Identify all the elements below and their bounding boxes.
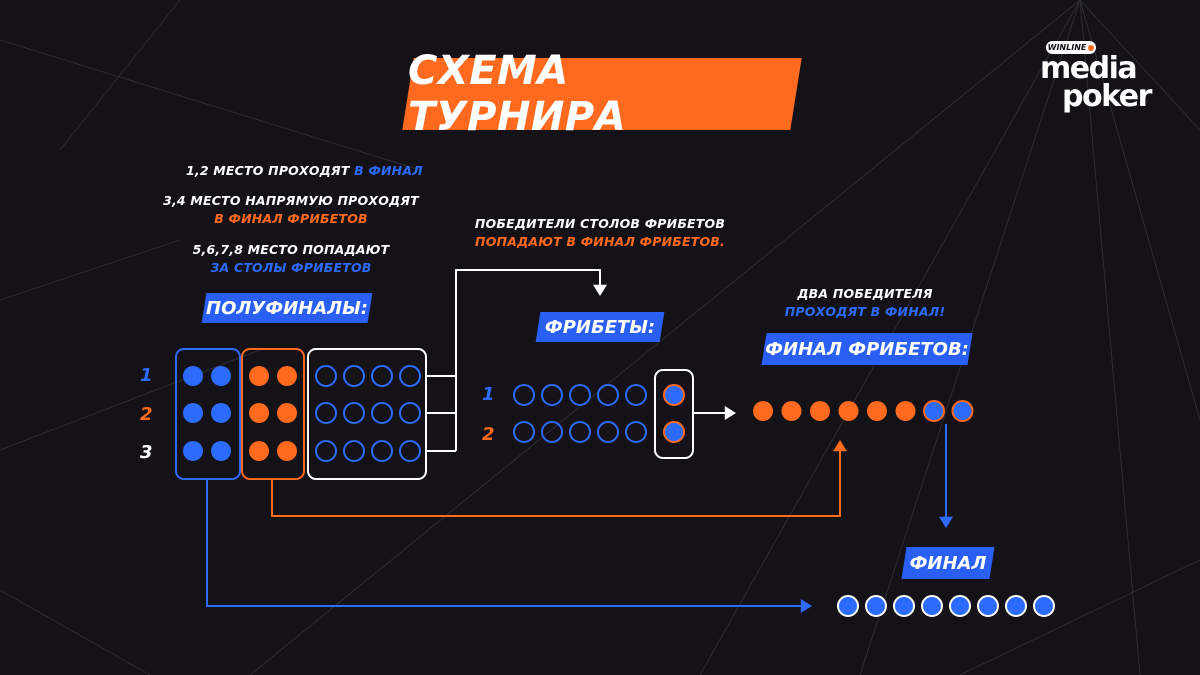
freebet-table-chip (625, 421, 647, 443)
freebet-table-chip (513, 421, 535, 443)
freebet-final-chip (753, 401, 773, 421)
semifinal-freebet-chip (343, 440, 365, 462)
freebet-table-chip (597, 384, 619, 406)
freebet-table-chip (541, 384, 563, 406)
rule-2-line-2: В ФИНАЛ ФРИБЕТОВ (214, 211, 368, 226)
semifinal-freebet-final-chip (277, 403, 297, 423)
semifinal-freebet-final-chip (277, 366, 297, 386)
freebet-final-qualifier-chip (923, 400, 945, 422)
semifinal-final-places-box (175, 348, 241, 480)
final-chip (1005, 595, 1027, 617)
semifinal-freebet-chip (371, 440, 393, 462)
to-freebets-arrow-line (455, 269, 601, 413)
semifinal-freebet-chip (399, 440, 421, 462)
logo-line-poker: poker (1062, 79, 1152, 114)
freebet-winner-chip (663, 421, 685, 443)
semifinal-final-chip (183, 403, 203, 423)
final-chip (949, 595, 971, 617)
freebet-final-qualifier-chip (951, 400, 974, 422)
semifinal-freebet-final-chip (249, 366, 269, 386)
freebet-final-chip (895, 401, 916, 421)
rule-3-line-1: 5,6,7,8 МЕСТО ПОПАДАЮТ (192, 242, 390, 257)
table-boxes (175, 348, 694, 480)
freebet-table-chip (569, 421, 591, 443)
semifinal-freebet-chip (399, 365, 421, 387)
flow-arrows (206, 269, 953, 613)
freebet-final-label: ФИНАЛ ФРИБЕТОВ: (765, 338, 969, 360)
final-label: ФИНАЛ (909, 552, 987, 574)
winners-note-line-2: ПРОХОДЯТ В ФИНАЛ! (784, 304, 946, 319)
page-title: СХЕМА ТУРНИРА (408, 48, 627, 140)
semifinal-freebet-chip (315, 402, 337, 424)
semifinal-final-chip (211, 366, 231, 386)
logo-line-media: media (1040, 51, 1138, 86)
freebet-final-path-arrowhead (833, 440, 847, 452)
final-chip (1033, 595, 1055, 617)
to-freebets-arrowhead (593, 284, 607, 296)
freebet-winner-chip (663, 384, 685, 406)
rule-3-line-2: ЗА СТОЛЫ ФРИБЕТОВ (210, 260, 372, 275)
semifinal-row-number-2: 2 (140, 404, 153, 425)
freebet-final-chip (781, 401, 802, 421)
final-path-arrowhead (800, 599, 812, 613)
semifinals-label: ПОЛУФИНАЛЫ: (206, 297, 368, 319)
semifinal-final-chip (183, 366, 203, 386)
semifinal-freebet-chip (399, 402, 421, 424)
semifinal-freebet-chip (343, 402, 365, 424)
semifinal-freebet-chip (315, 440, 337, 462)
brand-name: WINLINE (1047, 43, 1087, 52)
player-chips (183, 365, 1055, 617)
semifinal-freebet-final-chip (277, 441, 297, 461)
freebet-final-chip (867, 401, 887, 421)
freebet-table-chip (625, 384, 647, 406)
semifinal-freebet-chip (343, 365, 365, 387)
freebet-table-chip (569, 384, 591, 406)
rule-2-line-1: 3,4 МЕСТО НАПРЯМУЮ ПРОХОДЯТ (163, 193, 419, 208)
freebet-final-chip (838, 401, 859, 421)
freebet-row-number-1: 1 (482, 384, 495, 405)
qualifier-to-final-arrowhead (939, 516, 953, 528)
winners-note-line-1: ДВА ПОБЕДИТЕЛЯ (797, 286, 933, 301)
to-freebet-final-arrowhead (724, 406, 736, 420)
rule-1: 1,2 МЕСТО ПРОХОДЯТ В ФИНАЛ (186, 163, 423, 179)
semifinal-freebet-final-chip (249, 441, 269, 461)
final-chip (921, 595, 943, 617)
final-chip (893, 595, 915, 617)
brand-badge: WINLINE (1046, 41, 1096, 54)
rule-1-text: 1,2 МЕСТО ПРОХОДЯТ (186, 163, 350, 178)
freebet-table-chip (541, 421, 563, 443)
freebet-winners-box (654, 369, 694, 459)
freebet-row-number-2: 2 (482, 424, 495, 445)
semifinal-freebet-chip (371, 402, 393, 424)
freebet-final-path-line (271, 448, 841, 517)
semifinal-row-number-1: 1 (140, 365, 153, 386)
freebet-table-chip (513, 384, 535, 406)
freebets-label: ФРИБЕТЫ: (544, 316, 656, 338)
semifinal-freebet-chip (315, 365, 337, 387)
freebet-note-line-1: ПОБЕДИТЕЛИ СТОЛОВ ФРИБЕТОВ (474, 216, 726, 231)
freebet-final-chip (810, 401, 830, 421)
semifinal-final-chip (183, 441, 203, 461)
final-chip (865, 595, 887, 617)
final-path-line (206, 479, 804, 607)
rule-1-accent: В ФИНАЛ (354, 163, 423, 178)
brand-dot-icon (1088, 44, 1095, 51)
semifinal-freebet-chip (371, 365, 393, 387)
final-chip (837, 595, 859, 617)
semifinal-freebet-final-chip (249, 403, 269, 423)
freebet-table-chip (597, 421, 619, 443)
semifinal-final-chip (211, 403, 231, 423)
semifinal-freebet-places-box (307, 348, 427, 480)
final-chip (977, 595, 999, 617)
semifinal-final-chip (211, 441, 231, 461)
semifinal-row-number-3: 3 (140, 442, 153, 463)
freebet-note-line-2: ПОПАДАЮТ В ФИНАЛ ФРИБЕТОВ. (475, 234, 725, 249)
semifinal-freebet-final-places-box (241, 348, 305, 480)
